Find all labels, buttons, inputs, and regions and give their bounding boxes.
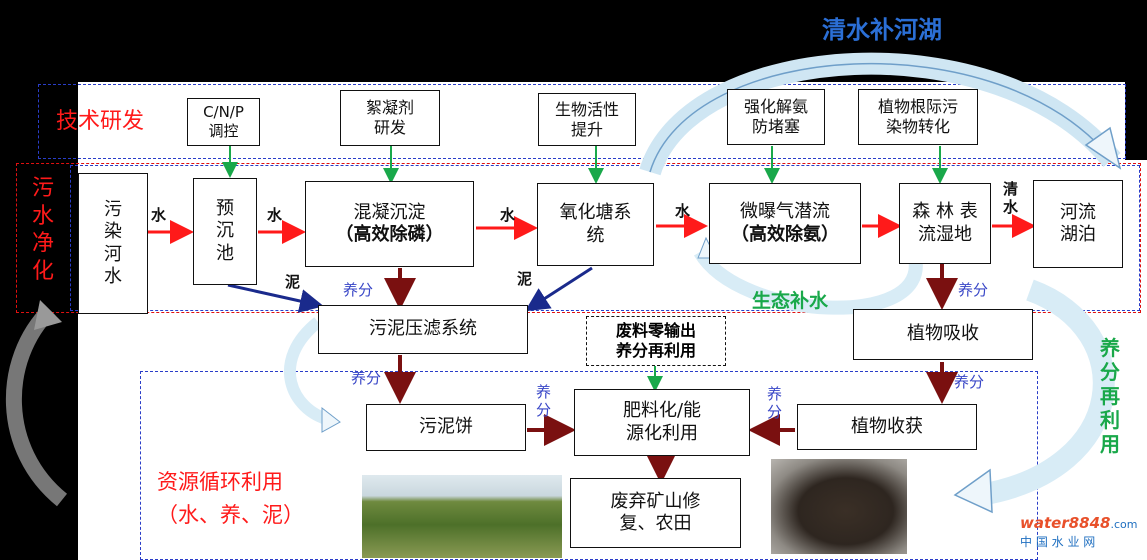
flow-label-clear-water: 清 水 xyxy=(1003,180,1019,216)
watermark-logo: water8848.com 中 国 水 业 网 xyxy=(1020,513,1144,557)
research-box-bioactivity: 生物活性 提升 xyxy=(538,93,636,146)
plant-absorb-box: 植物吸收 xyxy=(853,309,1033,360)
eco-water-curve xyxy=(693,248,923,315)
coagulation-title: 混凝沉淀 xyxy=(353,201,426,223)
flow-label-nutrient-6: 养 分 xyxy=(767,385,783,421)
sludge-filter-box: 污泥压滤系统 xyxy=(318,305,528,354)
river-lake-box: 河流 湖泊 xyxy=(1033,180,1123,268)
zero-output-note: 废料零输出 养分再利用 xyxy=(586,316,726,366)
aeration-subtitle: （高效除氨） xyxy=(731,223,839,245)
flow-label-water-2: 水 xyxy=(267,206,283,224)
watermark-sub: 中 国 水 业 网 xyxy=(1020,535,1096,549)
research-box-flocculant: 絮凝剂 研发 xyxy=(340,90,440,146)
research-box-rhizosphere: 植物根际污 染物转化 xyxy=(858,89,978,145)
research-row-label: 技术研发 xyxy=(56,109,145,134)
coagulation-subtitle: （高效除磷） xyxy=(335,224,444,245)
flow-label-sludge-1: 泥 xyxy=(285,273,301,291)
watermark-brand: water8848 xyxy=(1020,514,1111,532)
flow-label-water-1: 水 xyxy=(151,206,167,224)
research-box-cnp: C/N/P 调控 xyxy=(187,98,260,146)
aeration-title: 微曝气潜流 xyxy=(740,201,830,222)
flow-label-nutrient-1: 养分 xyxy=(343,281,374,299)
research-box-ammonia: 强化解氨 防堵塞 xyxy=(727,89,825,145)
clear-water-title: 清水补河湖 xyxy=(822,16,942,44)
field-photo xyxy=(362,475,562,558)
wetland-box: 森 林 表 流湿地 xyxy=(899,183,991,264)
mine-restore-box: 废弃矿山修 复、农田 xyxy=(570,478,741,548)
research-region xyxy=(38,84,1126,159)
watermark-suffix: .com xyxy=(1110,518,1138,531)
purify-region xyxy=(16,163,1141,313)
cycle-curve xyxy=(6,304,68,507)
flow-label-nutrient-5: 养 分 xyxy=(536,383,552,419)
compost-photo xyxy=(771,459,907,554)
sludge-cake-curve xyxy=(284,317,332,426)
nutrient-reuse-label: 养 分 再 利 用 xyxy=(1100,336,1120,456)
flow-label-nutrient-4: 养分 xyxy=(954,373,985,391)
flow-label-water-4: 水 xyxy=(675,202,691,220)
aeration-box: 微曝气潜流 （高效除氨） xyxy=(709,183,861,264)
purify-row-label: 污 水 净 化 xyxy=(32,176,55,284)
nutrient-reuse-curve xyxy=(978,279,1115,506)
harvest-box: 植物收获 xyxy=(797,404,977,450)
flow-label-water-3: 水 xyxy=(500,206,516,224)
purify-region-inner xyxy=(70,165,1140,311)
coagulation-box: 混凝沉淀 （高效除磷） xyxy=(305,181,474,267)
eco-water-label: 生态补水 xyxy=(752,290,829,312)
sludge-cake-box: 污泥饼 xyxy=(366,404,526,451)
resource-row-label: 资源循环利用 （水、养、泥） xyxy=(157,470,304,527)
flow-label-nutrient-2: 养分 xyxy=(351,369,382,387)
flow-label-sludge-2: 泥 xyxy=(517,270,533,288)
river-water-box: 污 染 河 水 xyxy=(78,173,148,314)
flow-label-nutrient-3: 养分 xyxy=(958,281,989,299)
pre-settle-box: 预 沉 池 xyxy=(193,178,257,285)
fertilizer-box: 肥料化/能 源化利用 xyxy=(574,389,750,456)
oxidation-pond-box: 氧化塘系 统 xyxy=(537,183,654,266)
